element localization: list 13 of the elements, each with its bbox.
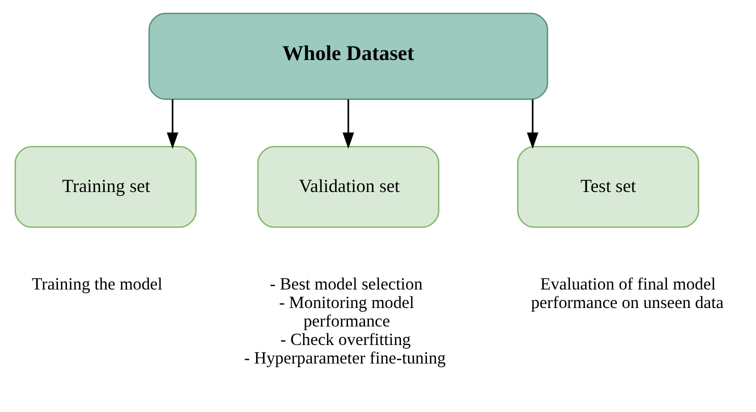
node-label: - Hyperparameter fine-tuning [244,348,446,368]
node-label: Evaluation of final model performance on unseen data [531,274,724,312]
node-label: - Best model selection [270,274,423,294]
arrow [342,99,354,149]
node-box: Validation set [257,146,440,228]
node-box: Test set [517,146,700,228]
arrow [166,99,178,149]
node-label: - Check overfitting [280,330,411,350]
node-box: Training set [14,146,197,228]
arrow [526,99,538,149]
node-label: - Monitoring model performance [279,293,414,331]
node-box: Whole Dataset [148,12,548,100]
node-label: Training the model [32,274,162,294]
